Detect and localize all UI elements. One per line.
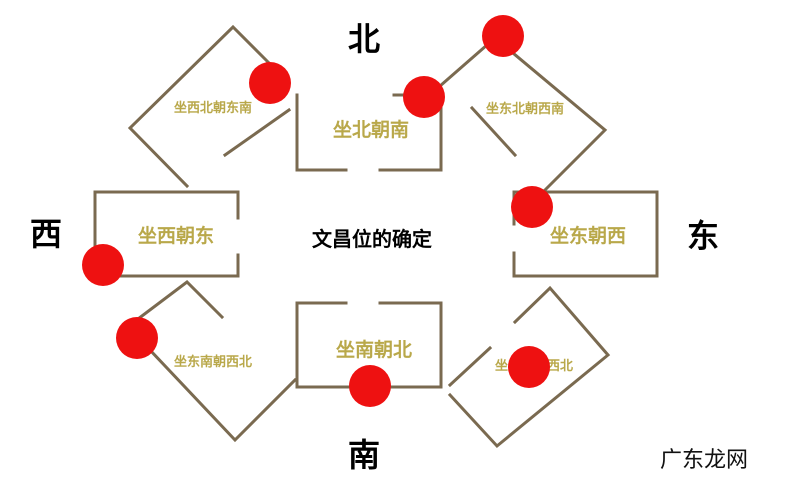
room-northeast: 坐东北朝西南 xyxy=(437,36,608,193)
watermark: 广东龙网 xyxy=(660,448,748,473)
room-southwest-frame xyxy=(127,280,298,443)
diagram-title: 文昌位的确定 xyxy=(312,227,432,251)
direction-north: 北 xyxy=(348,20,380,58)
room-southeast-frame xyxy=(447,285,611,449)
marker-south xyxy=(349,365,391,407)
room-southwest: 坐东南朝西北 xyxy=(127,280,298,443)
room-northwest-label: 坐西北朝东南 xyxy=(174,100,252,116)
room-west-frame xyxy=(93,190,240,278)
direction-west: 西 xyxy=(30,215,62,253)
direction-south: 南 xyxy=(348,436,380,474)
marker-north-right xyxy=(403,76,445,118)
room-northwest-frame xyxy=(127,24,292,189)
room-southwest-label: 坐东南朝西北 xyxy=(174,354,252,370)
marker-east xyxy=(511,186,553,228)
room-northeast-frame xyxy=(437,36,608,193)
marker-northwest xyxy=(249,62,291,104)
marker-west xyxy=(82,244,124,286)
marker-southwest xyxy=(116,317,158,359)
room-north-label: 坐北朝南 xyxy=(333,119,409,141)
room-south-label: 坐南朝北 xyxy=(336,339,412,361)
room-west: 坐西朝东 xyxy=(93,190,240,278)
marker-northeast-top xyxy=(482,15,524,57)
room-east-label: 坐东朝西 xyxy=(550,224,626,247)
room-west-label: 坐西朝东 xyxy=(138,224,214,247)
marker-southeast xyxy=(508,346,550,388)
direction-east: 东 xyxy=(687,217,719,255)
room-northeast-label: 坐东北朝西南 xyxy=(486,101,564,117)
room-northwest: 坐西北朝东南 xyxy=(127,24,292,189)
